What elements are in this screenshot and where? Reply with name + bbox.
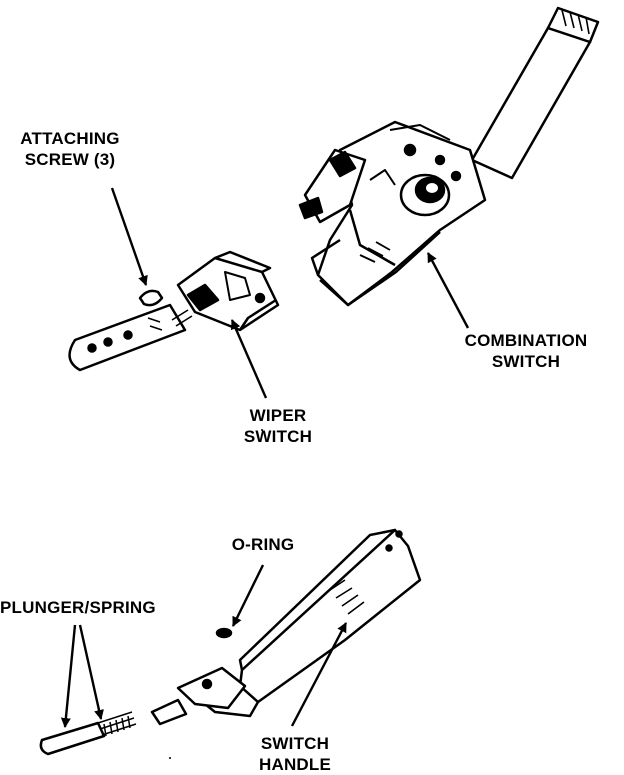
plunger-spring-label: PLUNGER/SPRING bbox=[0, 598, 156, 617]
switch-handle-arrow bbox=[290, 622, 348, 727]
scan-specks bbox=[169, 429, 263, 759]
combination-switch-arrow bbox=[426, 252, 470, 329]
plunger-spring-arrow-1 bbox=[60, 624, 77, 728]
attaching-screw-label: ATTACHING SCREW (3) bbox=[20, 129, 120, 169]
combination-switch-drawing bbox=[298, 6, 600, 307]
switch-handle-label: SWITCH HANDLE bbox=[258, 734, 332, 774]
combination-switch-label: COMBINATION SWITCH bbox=[464, 331, 588, 371]
o-ring-label: O-RING bbox=[231, 535, 295, 554]
switch-handle-drawing bbox=[39, 528, 422, 756]
attaching-screw-arrow bbox=[110, 187, 148, 286]
wiper-switch-arrow bbox=[230, 319, 268, 399]
o-ring-arrow bbox=[231, 564, 265, 627]
wiper-switch-label: WIPER SWITCH bbox=[243, 406, 313, 446]
wiper-switch-drawing bbox=[68, 250, 280, 372]
plunger-spring-arrow-2 bbox=[78, 624, 104, 720]
leader-lines bbox=[60, 187, 470, 728]
